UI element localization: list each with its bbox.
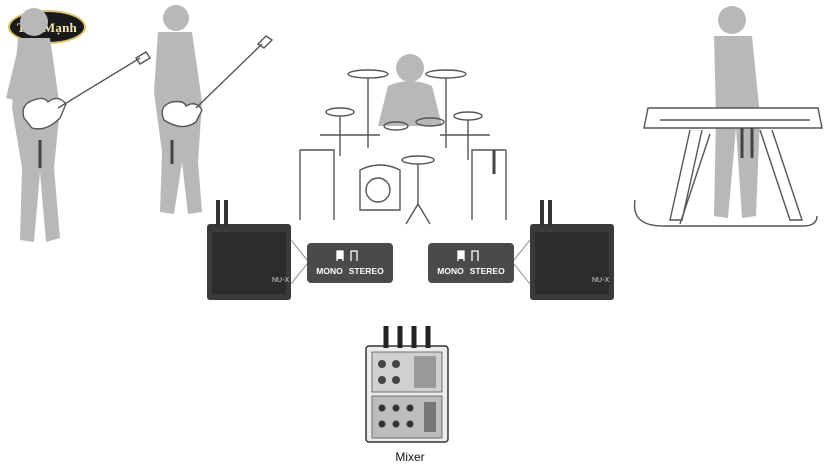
switch-right-mono-label: MONO [437,266,464,276]
switch-left-mono-label: MONO [316,266,343,276]
switch-left-graphic [336,250,358,261]
bass-guitar [161,35,274,128]
switch-right-graphic [457,250,479,261]
amp-left-brand: NU-X [272,277,289,284]
keyboard-cables [740,128,754,158]
electric-guitar [22,51,151,130]
amp-left: NU-X [207,224,291,300]
mixer-device [365,345,449,443]
amp-right-brand: NU-X [592,277,609,284]
switch-left-stereo-label: STEREO [348,266,384,276]
keyboard-stand [633,107,823,227]
drum-kit [299,69,507,225]
guitarist-figure [6,8,60,242]
amp-right: NU-X [530,224,614,300]
switch-right-stereo-label: STEREO [469,266,505,276]
mono-stereo-switch-left: MONO STEREO [307,243,393,283]
mono-stereo-switch-right: MONO STEREO [428,243,514,283]
amp-right-jacks [540,200,552,226]
mixer-input-plugs [383,326,431,348]
mixer-label: Mixer [395,450,425,464]
drummer-figure [378,54,442,126]
amp-left-jacks [216,200,228,226]
